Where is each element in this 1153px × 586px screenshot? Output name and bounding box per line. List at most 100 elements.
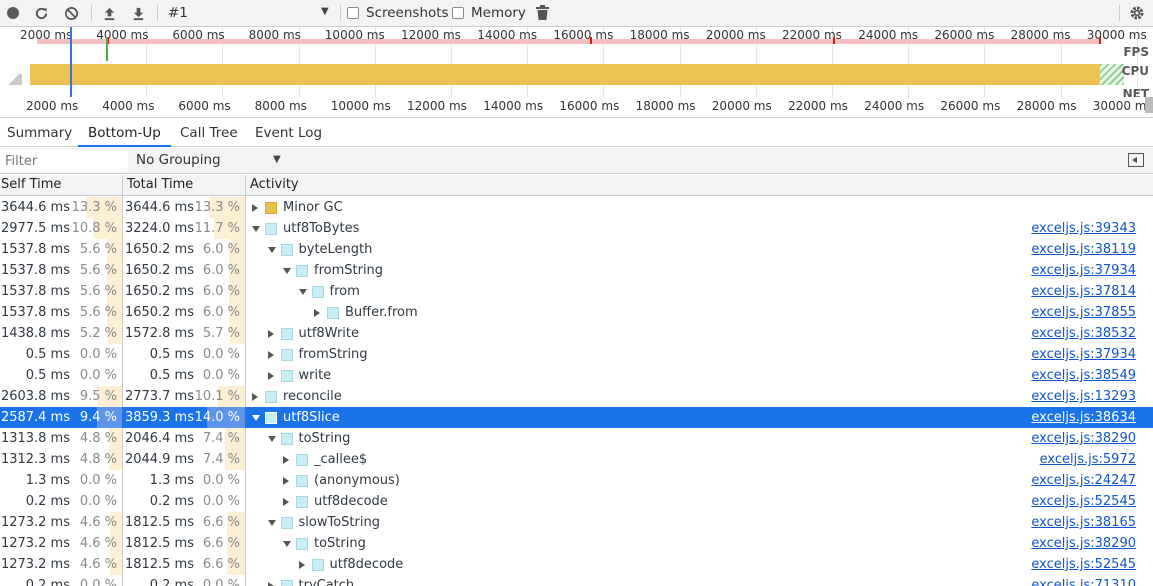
activity-name: utf8decode xyxy=(314,494,388,509)
source-link[interactable]: exceljs.js:38119 xyxy=(1031,242,1136,257)
self-time-percent: 4.8 % xyxy=(79,431,117,446)
source-link[interactable]: exceljs.js:5972 xyxy=(1039,452,1136,467)
source-link[interactable]: exceljs.js:38532 xyxy=(1031,326,1136,341)
category-swatch-icon xyxy=(280,349,293,361)
self-time-percent: 5.6 % xyxy=(79,305,117,320)
tab-call-tree[interactable]: Call Tree xyxy=(180,125,238,141)
memory-checkbox[interactable]: Memory xyxy=(452,0,526,26)
activity-name: utf8decode xyxy=(329,557,404,572)
reload-button[interactable] xyxy=(34,0,49,26)
column-header-self-time[interactable]: Self Time xyxy=(1,177,62,192)
self-time-value: 1537.8 ms xyxy=(0,263,70,278)
profile-select[interactable]: #1 ▼ xyxy=(168,0,334,26)
load-profile-button[interactable] xyxy=(102,0,117,26)
filter-input[interactable] xyxy=(0,150,128,172)
source-link[interactable]: exceljs.js:24247 xyxy=(1031,473,1136,488)
grid-line xyxy=(451,27,452,97)
source-link[interactable]: exceljs.js:37934 xyxy=(1031,347,1136,362)
total-time-bar xyxy=(207,407,245,428)
screenshots-checkbox-box[interactable] xyxy=(347,7,359,19)
source-link[interactable]: exceljs.js:38549 xyxy=(1031,368,1136,383)
column-divider[interactable] xyxy=(122,175,123,586)
source-link[interactable]: exceljs.js:38634 xyxy=(1031,410,1136,425)
total-time-value: 3644.6 ms xyxy=(124,200,194,215)
collapse-arrow-icon[interactable] xyxy=(252,226,260,232)
total-time-value: 2044.9 ms xyxy=(124,452,194,467)
expand-arrow-icon[interactable] xyxy=(283,498,289,506)
expand-arrow-icon[interactable] xyxy=(267,351,274,359)
source-link[interactable]: exceljs.js:71310 xyxy=(1031,578,1136,586)
source-link[interactable]: exceljs.js:38290 xyxy=(1031,431,1136,446)
overview-tick-label: 12000 ms xyxy=(401,28,461,42)
expand-arrow-icon[interactable] xyxy=(267,582,274,586)
source-link[interactable]: exceljs.js:37855 xyxy=(1031,305,1136,320)
column-header-activity[interactable]: Activity xyxy=(250,177,299,192)
grouping-select[interactable]: No Grouping xyxy=(136,152,221,168)
source-link[interactable]: exceljs.js:52545 xyxy=(1031,494,1136,509)
settings-button[interactable] xyxy=(1129,0,1145,26)
source-link[interactable]: exceljs.js:38165 xyxy=(1031,515,1136,530)
collect-garbage-button[interactable] xyxy=(536,0,549,26)
collapse-arrow-icon[interactable] xyxy=(252,415,260,421)
expand-arrow-icon[interactable] xyxy=(267,330,274,338)
screenshots-checkbox[interactable]: Screenshots xyxy=(347,0,449,26)
expand-arrow-icon[interactable] xyxy=(314,309,320,317)
expand-arrow-icon[interactable] xyxy=(252,393,258,401)
source-link[interactable]: exceljs.js:39343 xyxy=(1031,221,1136,236)
collapse-arrow-icon[interactable] xyxy=(267,436,276,442)
overview-tick-label: 6000 ms xyxy=(172,28,225,42)
source-link[interactable]: exceljs.js:37814 xyxy=(1031,284,1136,299)
collapse-arrow-icon[interactable] xyxy=(283,541,291,547)
timeline-cursor[interactable] xyxy=(70,27,72,97)
tab-summary[interactable]: Summary xyxy=(7,125,73,141)
collapse-arrow-icon[interactable] xyxy=(298,289,307,295)
expand-arrow-icon[interactable] xyxy=(267,372,274,380)
total-time-percent: 6.0 % xyxy=(202,284,240,299)
collapse-arrow-icon[interactable] xyxy=(267,247,276,253)
expand-arrow-icon[interactable] xyxy=(298,561,305,569)
collapse-arrow-icon[interactable] xyxy=(267,520,276,526)
grid-line xyxy=(984,27,986,97)
clear-button[interactable] xyxy=(64,0,79,26)
tab-event-log[interactable]: Event Log xyxy=(255,125,323,141)
category-swatch-icon xyxy=(296,265,308,277)
source-link[interactable]: exceljs.js:38290 xyxy=(1031,536,1136,551)
tab-bottom-up[interactable]: Bottom-Up xyxy=(78,119,171,147)
source-link[interactable]: exceljs.js:13293 xyxy=(1031,389,1136,404)
expand-arrow-icon[interactable] xyxy=(252,204,258,212)
self-time-bar xyxy=(109,449,122,470)
source-link[interactable]: exceljs.js:37934 xyxy=(1031,263,1136,278)
column-divider[interactable] xyxy=(245,175,246,586)
save-profile-button[interactable] xyxy=(131,0,146,26)
record-button[interactable] xyxy=(7,0,19,26)
total-time-value: 1650.2 ms xyxy=(124,305,194,320)
source-link[interactable]: exceljs.js:52545 xyxy=(1031,557,1136,572)
collapse-arrow-icon[interactable] xyxy=(283,268,291,274)
scrollbar-thumb[interactable] xyxy=(1145,97,1153,113)
column-header-total-time[interactable]: Total Time xyxy=(127,177,194,192)
sidebar-toggle-icon[interactable] xyxy=(1128,153,1144,167)
expand-arrow-icon[interactable] xyxy=(283,477,289,485)
expand-arrow-icon[interactable] xyxy=(283,456,289,464)
memory-checkbox-box[interactable] xyxy=(452,7,464,19)
